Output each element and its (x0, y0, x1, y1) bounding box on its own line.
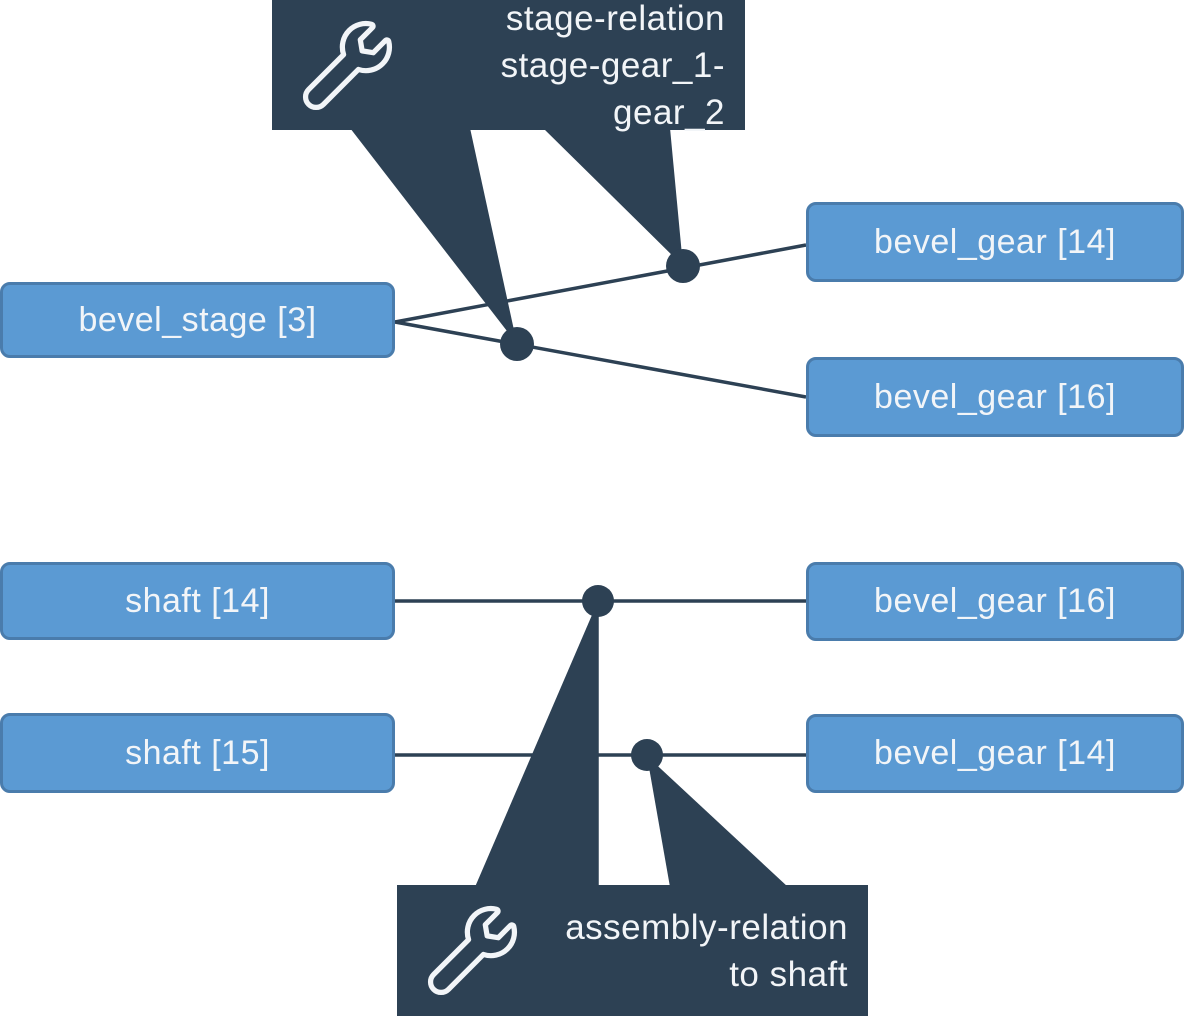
node-bevel-gear-14-top[interactable]: bevel_gear [14] (806, 202, 1184, 282)
wrench-icon (427, 905, 518, 996)
node-bevel-gear-16-top[interactable]: bevel_gear [16] (806, 357, 1184, 437)
edge-stage-gear16 (394, 320, 807, 399)
edge-stage-gear14 (394, 243, 807, 324)
wrench-icon (302, 20, 393, 110)
node-label: shaft [14] (125, 581, 270, 620)
node-label: bevel_gear [16] (874, 582, 1116, 620)
callout-subtitle: to shaft (729, 954, 848, 994)
node-shaft-14[interactable]: shaft [14] (0, 562, 395, 640)
node-bevel-gear-16-mid[interactable]: bevel_gear [16] (806, 562, 1184, 641)
callout-pointer (647, 756, 788, 887)
callout-title: assembly-relation (565, 907, 848, 947)
callout-text: stage-relation stage-gear_1-gear_2 (395, 0, 725, 136)
callout-stage-relation: stage-relation stage-gear_1-gear_2 (272, 0, 745, 132)
callout-text: assembly-relation to shaft (520, 904, 848, 998)
junction-dot[interactable] (631, 739, 663, 771)
callout-title: stage-relation (505, 0, 725, 38)
callout-pointer (543, 128, 683, 266)
callout-pointer (475, 601, 598, 887)
node-label: bevel_stage [3] (78, 300, 317, 339)
node-label: bevel_gear [14] (874, 222, 1116, 261)
callout-subtitle: stage-gear_1-gear_2 (500, 45, 725, 132)
node-label: bevel_gear [14] (874, 734, 1116, 772)
node-label: bevel_gear [16] (874, 377, 1116, 416)
node-shaft-15[interactable]: shaft [15] (0, 713, 395, 793)
node-bevel-gear-14-mid[interactable]: bevel_gear [14] (806, 714, 1184, 793)
junction-dot[interactable] (582, 585, 614, 617)
junction-dot[interactable] (666, 249, 700, 283)
node-label: shaft [15] (125, 733, 270, 772)
callout-pointer (350, 128, 517, 344)
node-bevel-stage-3[interactable]: bevel_stage [3] (0, 282, 395, 358)
junction-dot[interactable] (500, 327, 534, 361)
callout-assembly-relation: assembly-relation to shaft (397, 885, 868, 1016)
